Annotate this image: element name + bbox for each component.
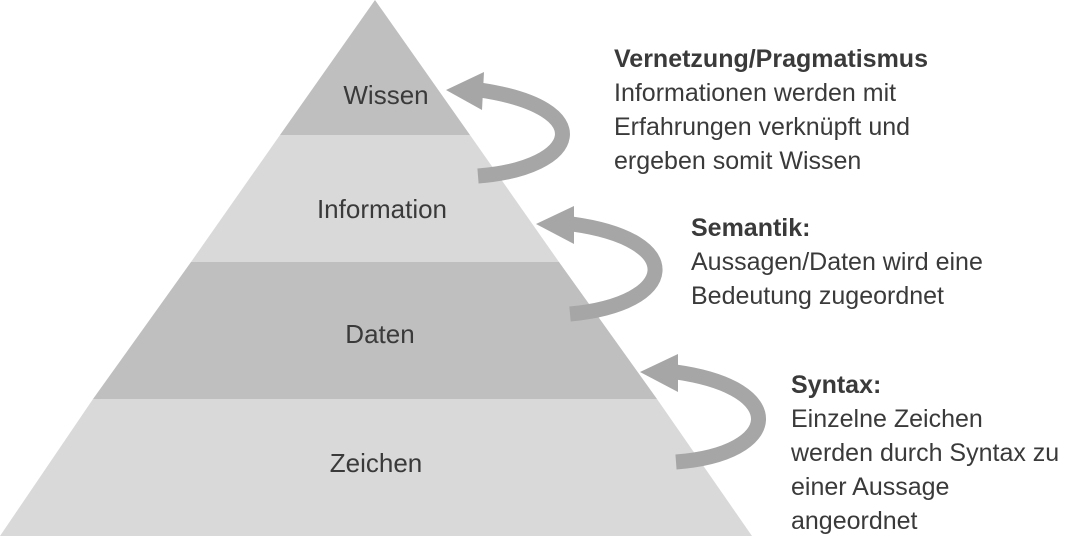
description-semantik: Semantik: Aussagen/Daten wird eine Bedeu… <box>691 211 991 313</box>
layer-label-information: Information <box>317 194 447 224</box>
curved-arrow-icon <box>640 354 766 470</box>
curved-arrow-icon <box>446 72 570 184</box>
pyramid-layer-zeichen <box>0 399 752 536</box>
description-pragmatismus: Vernetzung/Pragmatismus Informationen we… <box>614 42 954 178</box>
pyramid-layer-daten <box>93 262 657 399</box>
description-body: Aussagen/Daten wird eine Bedeutung zugeo… <box>691 248 983 310</box>
description-body: Einzelne Zeichen werden durch Syntax zu … <box>791 405 1060 535</box>
pyramid-layer-wissen <box>280 0 470 135</box>
layer-label-daten: Daten <box>345 319 414 349</box>
description-title: Vernetzung/Pragmatismus <box>614 45 928 73</box>
description-body: Informationen werden mit Erfahrungen ver… <box>614 79 911 175</box>
pyramid-layer-information <box>191 135 559 262</box>
description-syntax: Syntax: Einzelne Zeichen werden durch Sy… <box>791 368 1071 538</box>
description-title: Syntax: <box>791 371 882 399</box>
curved-arrow-icon <box>536 206 663 322</box>
description-title: Semantik: <box>691 214 811 242</box>
layer-label-zeichen: Zeichen <box>330 448 423 478</box>
layer-label-wissen: Wissen <box>343 80 428 110</box>
